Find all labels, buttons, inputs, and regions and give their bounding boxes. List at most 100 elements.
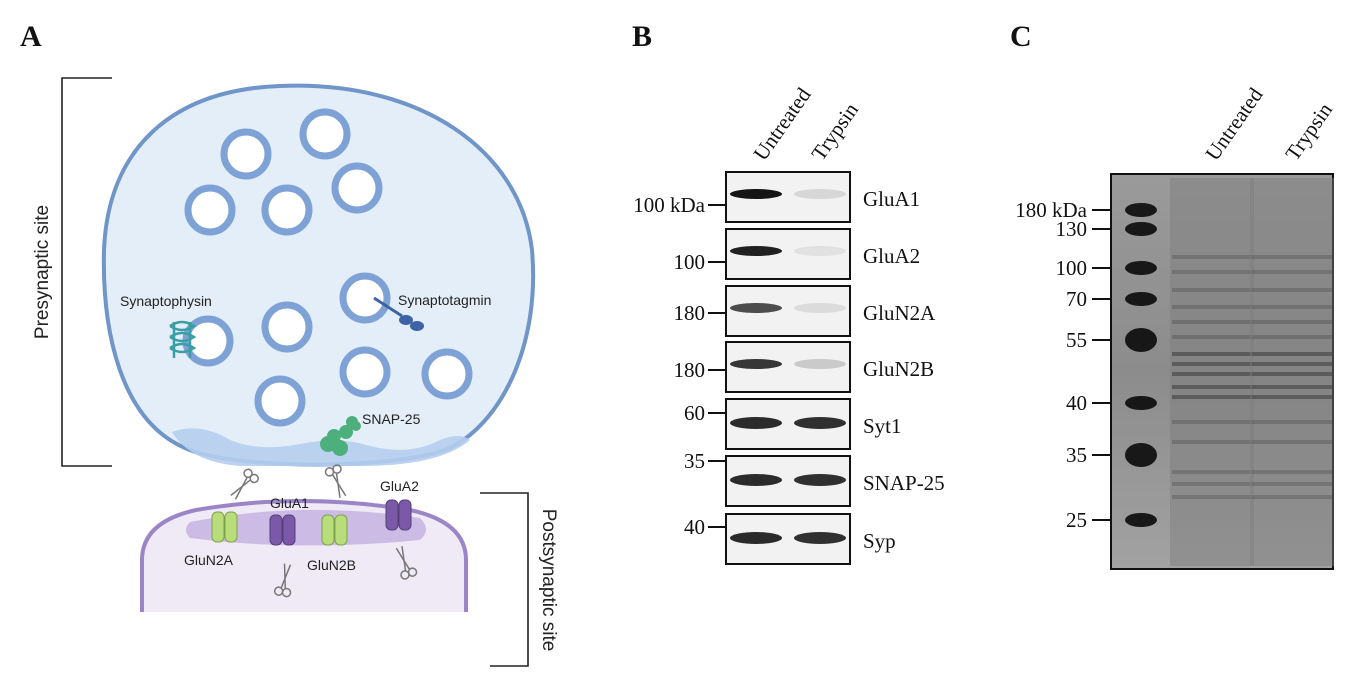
- blot-band: [730, 303, 782, 313]
- protein-band: [1252, 352, 1332, 356]
- postsynaptic-cut: [140, 612, 470, 620]
- blot-band: [730, 189, 782, 199]
- scissors-icon: [230, 468, 259, 500]
- vesicle: [339, 346, 391, 398]
- vesicle: [220, 128, 272, 180]
- marker-label: 35: [684, 449, 705, 473]
- marker-label: 180: [674, 358, 706, 382]
- protein-band: [1252, 482, 1332, 486]
- glua1-receptor-icon: [269, 514, 296, 546]
- protein-band: [1252, 270, 1332, 274]
- protein-band: [1252, 255, 1332, 259]
- marker-label: 130: [1056, 217, 1088, 241]
- scissors-icon: [324, 464, 347, 498]
- ladder-band: [1125, 513, 1157, 527]
- blot-band: [730, 246, 782, 256]
- vesicle: [254, 375, 306, 427]
- snap25-icon: [320, 416, 361, 456]
- gel-lane-untreated: [1170, 178, 1254, 566]
- marker-label: 100 kDa: [633, 193, 705, 217]
- protein-band: [1252, 335, 1332, 339]
- glua2-receptor-icon: [385, 499, 412, 531]
- vesicle: [261, 301, 313, 353]
- marker-label: 60: [684, 401, 705, 425]
- protein-band: [1172, 305, 1252, 309]
- marker-label: 35: [1066, 443, 1087, 467]
- vesicle: [421, 348, 473, 400]
- vesicle: [261, 184, 313, 236]
- glun2a-label: GluN2A: [184, 552, 234, 568]
- protein-band: [1252, 320, 1332, 324]
- blot-band: [730, 474, 782, 486]
- panel-label-a: A: [20, 20, 42, 53]
- protein-label: GluA2: [863, 244, 920, 268]
- vesicle: [299, 108, 351, 160]
- glua1-label: GluA1: [270, 495, 309, 511]
- protein-label: Syp: [863, 529, 896, 553]
- ladder-band: [1125, 261, 1157, 275]
- glun2b-label: GluN2B: [307, 557, 356, 573]
- protein-band: [1172, 395, 1252, 399]
- marker-label: 55: [1066, 328, 1087, 352]
- blot-strip: [725, 228, 851, 280]
- scissors-icon: [273, 563, 292, 598]
- marker-label: 100: [1056, 256, 1088, 280]
- protein-label: GluN2A: [863, 301, 936, 325]
- ladder-band: [1125, 328, 1157, 352]
- ladder-band: [1125, 443, 1157, 467]
- synaptophysin-icon: [169, 320, 197, 358]
- blot-glua2: 100 GluA2: [674, 228, 920, 280]
- marker-label: 40: [684, 515, 705, 539]
- marker-label: 25: [1066, 508, 1087, 532]
- vesicle: [184, 184, 236, 236]
- marker-label: 70: [1066, 287, 1087, 311]
- panel-c: Untreated Trypsin 180 kDa130100705540352…: [1015, 83, 1337, 570]
- blot-band: [794, 474, 846, 486]
- gel-lanes: [1170, 178, 1334, 566]
- protein-band: [1252, 395, 1332, 399]
- glua2-label: GluA2: [380, 478, 419, 494]
- ladder-band: [1125, 203, 1157, 217]
- marker-label: 100: [674, 250, 706, 274]
- ladder-band: [1125, 396, 1157, 410]
- protein-band: [1172, 270, 1252, 274]
- postsynaptic-label: Postsynaptic site: [538, 509, 559, 652]
- synaptotagmin-icon: [373, 296, 424, 331]
- postsynaptic-bracket: [480, 492, 529, 667]
- protein-band: [1172, 352, 1252, 356]
- protein-band: [1172, 288, 1252, 292]
- vesicle: [339, 272, 391, 324]
- protein-band: [1172, 255, 1252, 259]
- panel-a: Presynaptic site Postsynaptic site: [32, 77, 559, 667]
- protein-band: [1252, 372, 1332, 376]
- marker-label: 40: [1066, 391, 1087, 415]
- snap25-label: SNAP-25: [362, 411, 421, 427]
- blot-band: [794, 189, 846, 199]
- postsynaptic-density: [186, 509, 426, 546]
- presynaptic-label: Presynaptic site: [32, 205, 53, 339]
- presynaptic-bracket: [61, 77, 112, 467]
- blot-band: [794, 246, 846, 256]
- synaptic-vesicles: [182, 108, 473, 427]
- ladder-band: [1125, 222, 1157, 236]
- blot-band: [794, 359, 846, 369]
- gel-lane-trypsin: [1250, 178, 1334, 566]
- synaptotagmin-label: Synaptotagmin: [398, 292, 491, 308]
- protein-band: [1252, 385, 1332, 389]
- blot-band: [730, 532, 782, 544]
- panel-label-b: B: [632, 20, 652, 53]
- ladder-band: [1125, 292, 1157, 306]
- blot-band: [794, 532, 846, 544]
- marker-label: 180 kDa: [1015, 198, 1087, 222]
- protein-label: SNAP-25: [863, 471, 945, 495]
- protein-band: [1252, 470, 1332, 474]
- blot-band: [730, 359, 782, 369]
- panel-label-c: C: [1010, 20, 1032, 53]
